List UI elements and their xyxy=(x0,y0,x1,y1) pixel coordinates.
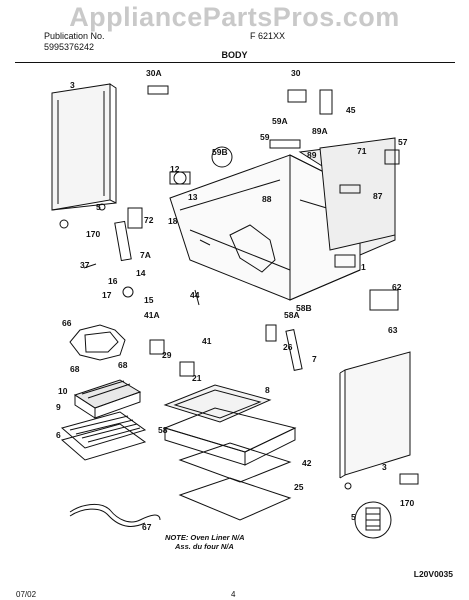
part-label: 59 xyxy=(260,132,270,142)
leg-leveler-drawing xyxy=(354,501,392,539)
part-label: 68 xyxy=(70,364,80,374)
part-label: 57 xyxy=(398,137,408,147)
part-label: 41 xyxy=(202,336,212,346)
watermark: AppliancePartsPros.com xyxy=(69,2,400,32)
part-label: 37 xyxy=(80,260,90,270)
section-title: BODY xyxy=(221,50,248,60)
part-label: 9 xyxy=(56,402,61,412)
diagram-code: L20V0035 xyxy=(413,569,453,579)
rear-cover-drawing xyxy=(319,137,396,251)
part-label: 41A xyxy=(144,310,160,320)
part-label: 13 xyxy=(188,192,198,202)
part-label: 16 xyxy=(108,276,118,286)
part-label: 87 xyxy=(373,191,383,201)
part-label: 59A xyxy=(272,116,288,126)
part-label: 15 xyxy=(144,295,154,305)
part-label: 44 xyxy=(190,290,200,300)
broil-element-drawing xyxy=(69,503,161,527)
part-label: 30A xyxy=(146,68,162,78)
part-label: 26 xyxy=(283,342,293,352)
publication-label: Publication No. xyxy=(44,31,105,41)
part-label: 10 xyxy=(58,386,68,396)
header-rule xyxy=(15,62,455,63)
part-label: 68 xyxy=(118,360,128,370)
part-label: 59B xyxy=(212,147,228,157)
part-label: 1 xyxy=(361,262,366,272)
part-label: 170 xyxy=(86,229,100,239)
part-label: 5 xyxy=(351,512,356,522)
part-label: 7A xyxy=(140,250,151,260)
part-label: 63 xyxy=(388,325,398,335)
part-label: 5 xyxy=(96,202,101,212)
part-label: 58A xyxy=(284,310,300,320)
back-panel-drawing xyxy=(51,83,117,211)
publication-number: 5995376242 xyxy=(44,42,95,52)
part-label: 29 xyxy=(162,350,172,360)
part-label: 17 xyxy=(102,290,112,300)
part-label: 71 xyxy=(357,146,367,156)
part-label: 66 xyxy=(62,318,72,328)
part-label: 88 xyxy=(262,194,272,204)
part-label: 30 xyxy=(291,68,301,78)
part-label: 58 xyxy=(158,425,168,435)
part-label: 3 xyxy=(382,462,387,472)
part-label: 45 xyxy=(346,105,356,115)
part-label: 89A xyxy=(312,126,328,136)
part-label: 170 xyxy=(400,498,414,508)
bake-element-drawing xyxy=(69,324,126,361)
part-label: 12 xyxy=(170,164,180,174)
part-label: 25 xyxy=(294,482,304,492)
part-label: 3 xyxy=(70,80,75,90)
part-label: 8 xyxy=(265,385,270,395)
footer-date: 07/02 xyxy=(16,590,37,599)
small-parts-drawing xyxy=(59,85,419,490)
oven-rack-drawing xyxy=(60,411,147,461)
part-label: 18 xyxy=(168,216,178,226)
part-label: 14 xyxy=(136,268,146,278)
part-label: 89 xyxy=(307,150,317,160)
drawer-assembly-drawing xyxy=(163,384,297,521)
note-line-2: Ass. du four N/A xyxy=(175,542,234,551)
part-labels: 3 5 170 72 7A 37 16 14 17 15 41A 44 66 6… xyxy=(56,68,414,532)
part-label: 7 xyxy=(312,354,317,364)
part-label: 62 xyxy=(392,282,402,292)
part-label: 72 xyxy=(144,215,154,225)
side-panel-drawing xyxy=(339,351,411,479)
part-label: 58B xyxy=(296,303,312,313)
page-number: 4 xyxy=(231,590,236,599)
part-label: 67 xyxy=(142,522,152,532)
part-label: 6 xyxy=(56,430,61,440)
part-label: 42 xyxy=(302,458,312,468)
model-number: F 621XX xyxy=(250,31,286,41)
part-label: 21 xyxy=(192,373,202,383)
note-line-1: NOTE: Oven Liner N/A xyxy=(165,533,245,542)
oven-liner-note: NOTE: Oven Liner N/A Ass. du four N/A xyxy=(165,533,245,551)
broil-pan-drawing xyxy=(73,379,142,419)
